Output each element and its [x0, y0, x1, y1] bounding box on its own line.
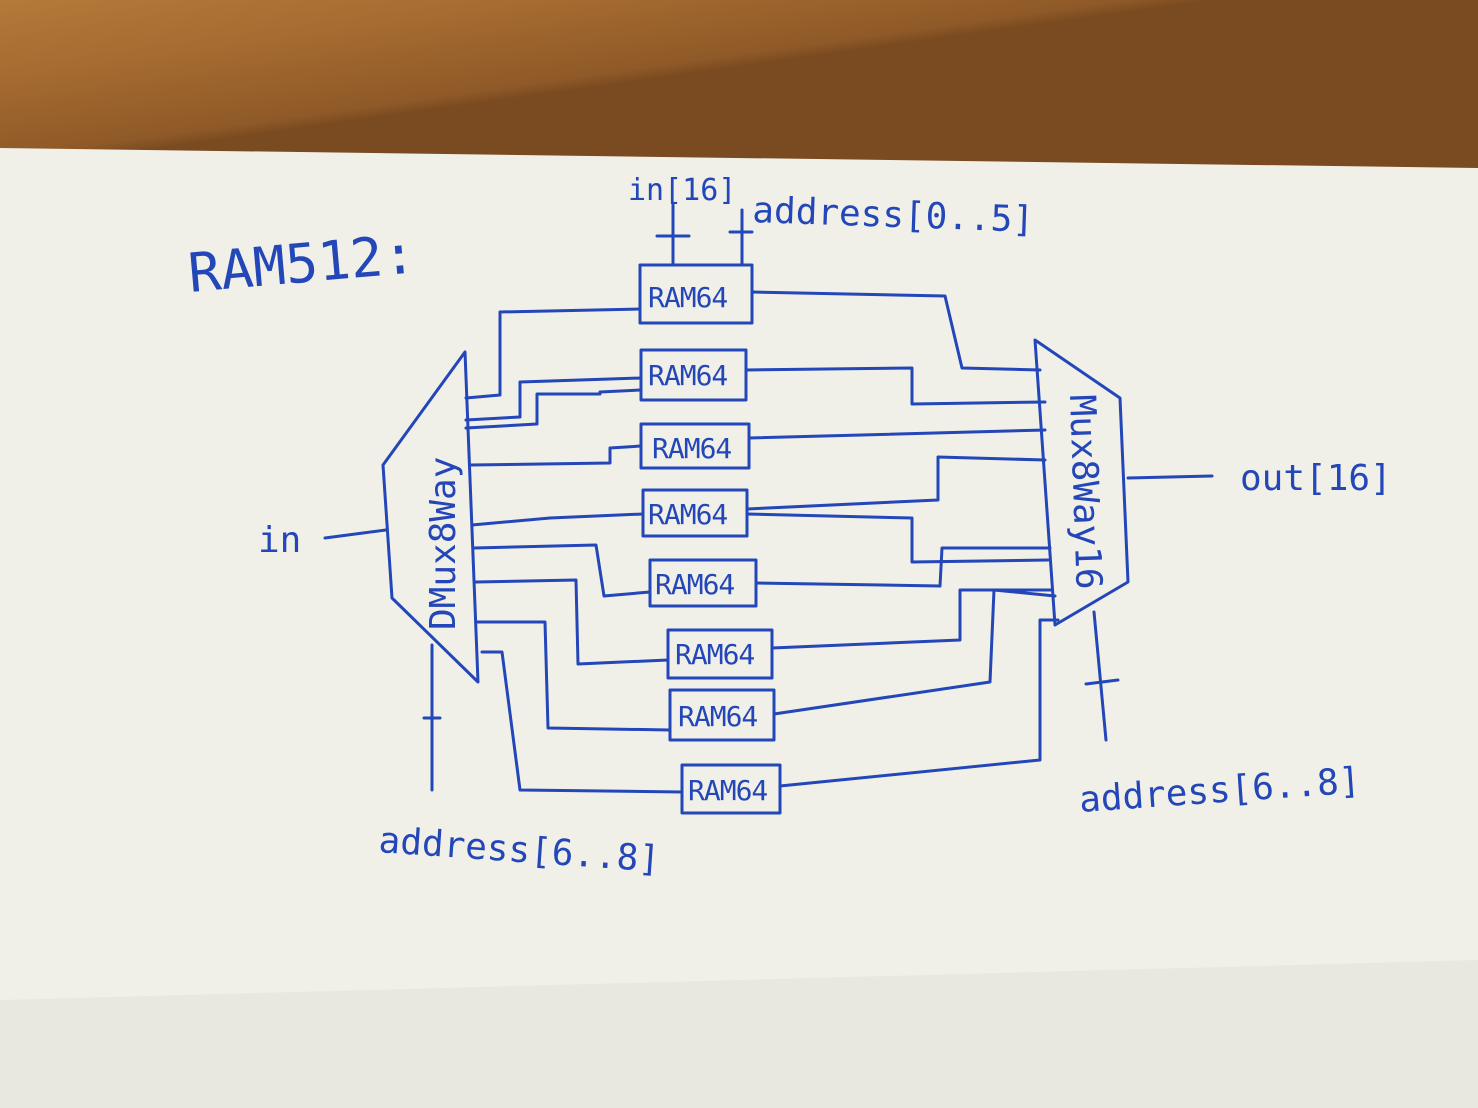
top-address-label: address[0..5] [752, 190, 1035, 241]
ram-block-6: RAM64 [668, 688, 776, 742]
ram-block-0: RAM64 [638, 263, 754, 325]
ram-block-6-label: RAM64 [678, 700, 757, 733]
ram-block-4: RAM64 [648, 558, 758, 608]
mux-select-wire [1084, 610, 1120, 742]
dmux-output-wires [464, 307, 684, 794]
ram-block-7: RAM64 [680, 763, 782, 815]
ram-block-0-label: RAM64 [648, 281, 727, 314]
ram-block-1-label: RAM64 [648, 359, 727, 392]
mux-label: Mux8Way16 [1061, 394, 1109, 590]
dmux-label: DMux8Way [423, 457, 464, 630]
ram-block-2-label: RAM64 [652, 432, 731, 465]
paper-shadow [0, 960, 1478, 1108]
dmux-block [381, 350, 480, 684]
in-wire [323, 528, 388, 540]
in-label: in [258, 520, 301, 561]
top-input-wires [655, 203, 754, 267]
dmux-select-wire [422, 643, 442, 792]
mux-input-wires [744, 290, 1060, 788]
ram-block-1: RAM64 [639, 348, 748, 402]
top-in-label: in[16] [628, 173, 736, 208]
out-label: out[16] [1240, 458, 1392, 499]
paper-sheet [0, 148, 1478, 1108]
ram-block-4-label: RAM64 [655, 568, 734, 601]
out-wire [1126, 474, 1214, 480]
mux-block [1033, 338, 1130, 627]
ram-block-3-label: RAM64 [648, 498, 727, 531]
ram-block-2: RAM64 [639, 422, 751, 470]
ram-block-5-label: RAM64 [675, 638, 754, 671]
ram-block-7-label: RAM64 [688, 774, 767, 807]
ram-block-5: RAM64 [666, 628, 774, 680]
